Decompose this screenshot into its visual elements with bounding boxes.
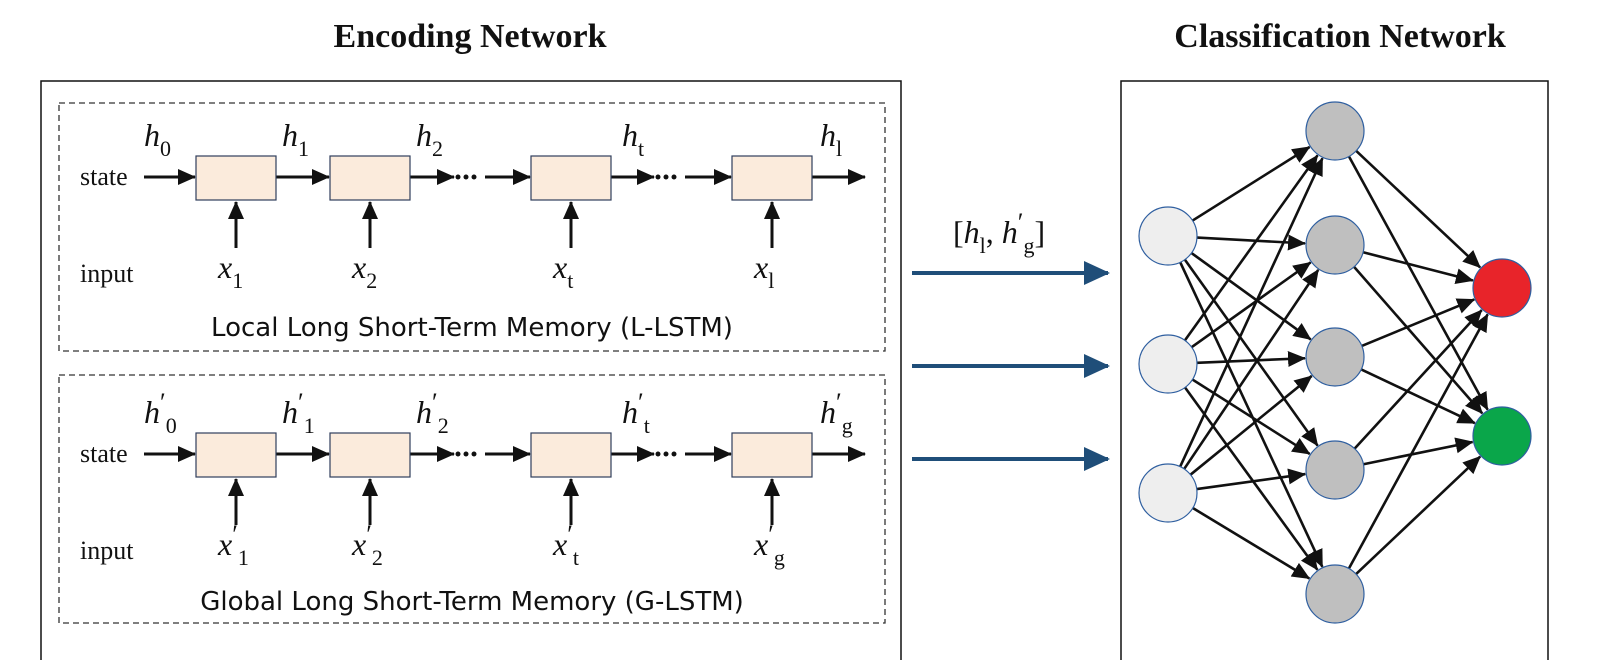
g-lstm-ellipsis-dot [663, 451, 669, 457]
nn-hidden-node-4 [1305, 440, 1365, 500]
g-lstm-ellipsis-dot [471, 451, 477, 457]
l-lstm-input-x3: xt [552, 249, 573, 293]
g-lstm-cell-1 [195, 432, 277, 478]
g-lstm-state-h1: h′1 [282, 388, 315, 438]
connector-label-text: [hl, h′g] [953, 208, 1045, 258]
g-lstm-input-x4: x′g [753, 520, 785, 570]
g-lstm-input-label: input [80, 536, 134, 565]
nn-input-node-1 [1138, 206, 1198, 266]
nn-edge-in2-h3 [1196, 350, 1307, 367]
l-lstm-state-h3: ht [622, 117, 644, 161]
nn-edge-in3-h5 [1192, 506, 1311, 580]
nn-edge-in2-h2 [1190, 261, 1312, 349]
nn-edge-h1-out1 [1355, 149, 1482, 269]
nn-hidden-node-3 [1305, 327, 1365, 387]
l-lstm-ellipsis-dot [663, 174, 669, 180]
encoding-network-title: Encoding Network [333, 18, 607, 55]
g-lstm-input-x1: x′1 [217, 520, 249, 570]
g-lstm-state-h4: h′g [820, 388, 853, 438]
g-lstm-state-label: state [80, 439, 128, 468]
l-lstm-ellipsis-dot [671, 174, 677, 180]
l-lstm-ellipsis-dot [655, 174, 661, 180]
nn-nodes [1138, 101, 1532, 624]
classification-network-frame [1120, 80, 1549, 660]
nn-input-node-3 [1138, 463, 1198, 523]
nn-edge-in2-h5 [1183, 386, 1319, 571]
nn-edge-h3-out2 [1360, 368, 1476, 425]
g-lstm-chain: state input h′0 h′1 h′2 h′t h′g x′1 x′2 x′t x′g [80, 388, 866, 570]
g-lstm-ellipsis-dot [455, 451, 461, 457]
nn-edge-in1-h2 [1196, 234, 1307, 251]
classification-network-title: Classification Network [1174, 18, 1506, 55]
l-lstm-caption: Local Long Short-Term Memory (L-LSTM) [211, 313, 733, 343]
g-lstm-cell-4 [731, 432, 813, 478]
l-lstm-panel [58, 102, 886, 352]
g-lstm-caption: Global Long Short-Term Memory (G-LSTM) [200, 587, 744, 617]
nn-hidden-node-5 [1305, 564, 1365, 624]
nn-edge-in2-h1 [1183, 154, 1319, 342]
nn-edge-in1-h1 [1191, 145, 1311, 222]
g-lstm-cell-2 [329, 432, 411, 478]
g-lstm-ellipsis-dot [655, 451, 661, 457]
nn-edge-h2-out2 [1353, 265, 1484, 415]
nn-edges [1178, 145, 1489, 580]
nn-edge-in1-h3 [1190, 251, 1312, 341]
l-lstm-ellipsis-dot [471, 174, 477, 180]
g-lstm-input-x2: x′2 [351, 520, 383, 570]
nn-edge-in2-h4 [1191, 378, 1311, 456]
nn-edge-h2-out1 [1362, 250, 1474, 285]
l-lstm-input-x2: x2 [351, 249, 377, 293]
nn-edge-in3-h1 [1178, 157, 1324, 468]
nn-edge-h1-out2 [1347, 155, 1489, 411]
l-lstm-input-x4: xl [753, 249, 774, 293]
nn-edge-in3-h3 [1189, 374, 1313, 476]
g-lstm-input-x3: x′t [552, 520, 579, 570]
connector-label: [hl, h′g] [953, 208, 1045, 258]
nn-edge-in1-h5 [1179, 261, 1324, 568]
g-lstm-ellipsis-dot [671, 451, 677, 457]
nn-edge-h4-out1 [1353, 309, 1483, 450]
nn-hidden-node-1 [1305, 101, 1365, 161]
g-lstm-state-h0: h′0 [144, 388, 177, 438]
nn-edge-h5-out2 [1355, 455, 1482, 576]
nn-hidden-node-2 [1305, 215, 1365, 275]
nn-edge-in1-h4 [1183, 258, 1319, 447]
nn-output-node-green [1472, 406, 1532, 466]
g-lstm-state-h3: h′t [622, 388, 650, 438]
l-lstm-cell-3 [530, 155, 612, 201]
nn-edge-in3-h4 [1196, 468, 1307, 491]
l-lstm-state-h1: h1 [282, 117, 309, 161]
nn-edge-in3-h2 [1183, 269, 1320, 470]
l-lstm-ellipsis-dot [455, 174, 461, 180]
nn-output-node-red [1472, 258, 1532, 318]
g-lstm-cell-3 [530, 432, 612, 478]
l-lstm-chain: state input h0 h1 h2 ht hl x1 x2 xt xl [80, 117, 866, 293]
l-lstm-cell-2 [329, 155, 411, 201]
l-lstm-cell-1 [195, 155, 277, 201]
nn-edge-h5-out1 [1347, 313, 1489, 570]
g-lstm-panel [58, 374, 886, 624]
l-lstm-state-h0: h0 [144, 117, 171, 161]
l-lstm-cell-4 [731, 155, 813, 201]
nn-input-node-2 [1138, 334, 1198, 394]
l-lstm-input-label: input [80, 259, 134, 288]
g-lstm-state-h2: h′2 [416, 388, 449, 438]
l-lstm-input-x1: x1 [217, 249, 243, 293]
g-lstm-ellipsis-dot [463, 451, 469, 457]
l-lstm-state-label: state [80, 162, 128, 191]
nn-edge-h3-out1 [1361, 298, 1476, 348]
nn-edge-h4-out2 [1363, 437, 1474, 466]
l-lstm-ellipsis-dot [463, 174, 469, 180]
l-lstm-state-h2: h2 [416, 117, 443, 161]
l-lstm-state-h4: hl [820, 117, 842, 161]
encoding-network-frame [40, 80, 902, 660]
